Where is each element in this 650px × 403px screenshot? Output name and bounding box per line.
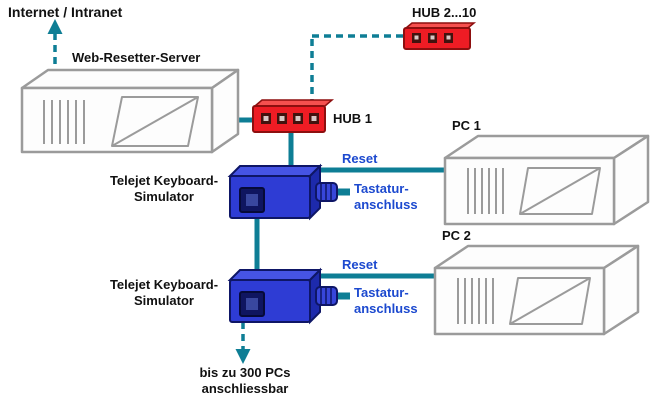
sim1-top-face [227, 165, 323, 177]
simulator1-label-line2: Simulator [134, 189, 194, 204]
simulator2-label: Telejet Keyboard- Simulator [100, 277, 228, 309]
internet-arrow [47, 19, 63, 64]
simulator1-label-line1: Telejet Keyboard- [109, 173, 219, 188]
pc2-box [433, 244, 640, 336]
expansion-note-line1: bis zu 300 PCs [199, 365, 291, 380]
sim1-keyboard-plug [315, 182, 338, 202]
sim2-top-face [227, 269, 323, 281]
tastatur2-label-line2: anschluss [354, 301, 418, 316]
simulator1-label: Telejet Keyboard- Simulator [100, 173, 228, 205]
pc1-front-face [443, 156, 616, 226]
reset2-label: Reset [342, 257, 378, 272]
tastatur1-label-line1: Tastatur- [354, 181, 409, 196]
expansion-arrowhead-icon [235, 349, 251, 364]
hub2-dashed-link [310, 34, 404, 106]
server-top-face [20, 68, 240, 90]
pc1-panel-detail [519, 167, 601, 215]
simulator1-device [227, 163, 338, 221]
hub2-label: HUB 2...10 [412, 5, 477, 20]
tastatur1-label-line2: anschluss [354, 197, 418, 212]
pc2-label: PC 2 [442, 228, 471, 243]
simulator2-label-line1: Telejet Keyboard- [109, 277, 219, 292]
hub2-ports [412, 33, 453, 43]
pc2-vents [457, 278, 494, 324]
sim2-keyboard-plug [315, 286, 338, 306]
hub1-label: HUB 1 [333, 111, 373, 126]
server-vents [43, 100, 85, 144]
expansion-note: bis zu 300 PCs anschliessbar [170, 365, 320, 397]
tastatur2-label-line1: Tastatur- [354, 285, 409, 300]
expansion-note-line2: anschliessbar [201, 381, 289, 396]
hub1-body [252, 105, 326, 133]
reset1-label: Reset [342, 151, 378, 166]
hub1-ports [261, 113, 319, 124]
simulator2-label-line2: Simulator [134, 293, 194, 308]
pc1-label: PC 1 [452, 118, 481, 133]
server-label: Web-Resetter-Server [72, 50, 201, 65]
pc2-front-face [433, 266, 606, 336]
expansion-arrow [235, 322, 251, 364]
hub1-device [252, 99, 335, 133]
simulator2-device [227, 267, 338, 325]
pc1-box [443, 134, 650, 226]
internet-intranet-label: Internet / Intranet [8, 4, 123, 20]
tastatur1-label: Tastatur- anschluss [354, 181, 418, 213]
pc1-vents [467, 168, 504, 214]
tastatur2-label: Tastatur- anschluss [354, 285, 418, 317]
server-panel-detail [111, 96, 199, 147]
pc2-panel-detail [509, 277, 591, 325]
server-box [20, 68, 240, 154]
hub2-device [403, 22, 477, 50]
internet-arrowhead-icon [47, 19, 63, 34]
